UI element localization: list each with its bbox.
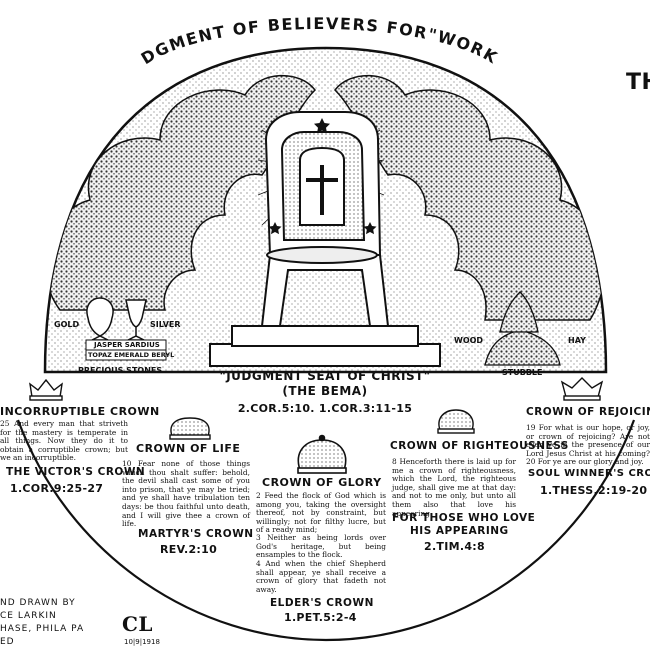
star-icon	[268, 118, 377, 235]
glory-verse-2: 3 Neither as being lords over God's heri…	[256, 533, 386, 560]
bema-subtitle: (THE BEMA)	[282, 384, 368, 398]
bema-title: "JUDGMENT SEAT OF CHRIST"	[219, 369, 431, 383]
incorruptible-title: INCORRUPTIBLE CROWN	[0, 405, 160, 418]
crown-icon	[297, 434, 347, 474]
righteousness-subtitle-1: FOR THOSE WHO LOVE	[392, 512, 536, 524]
rejoicing-subtitle: SOUL WINNER'S CROWN	[528, 468, 650, 479]
life-ref: REV.2:10	[160, 543, 218, 556]
gold-silver-vessels	[86, 297, 147, 341]
crown-icon	[169, 417, 211, 440]
precious-stones-box	[85, 339, 167, 361]
glory-ref: 1.PET.5:2-4	[284, 611, 357, 624]
label-hay: HAY	[568, 336, 586, 345]
life-title: CROWN OF LIFE	[136, 442, 241, 455]
label-gold: GOLD	[54, 320, 80, 329]
drawing-date: 10|9|1918	[124, 638, 160, 646]
edge-letters: TH	[626, 70, 650, 95]
credit-line-1: ND DRAWN BY	[0, 598, 76, 608]
label-stones-row2: TOPAZ EMERALD BERYL	[88, 351, 175, 359]
monogram: CL	[122, 612, 153, 636]
credit-line-4: ED	[0, 637, 15, 647]
crown-icon	[437, 409, 475, 434]
glory-verse-1: 2 Feed the flock of God which is among y…	[256, 491, 386, 535]
credit-line-2: CE LARKIN	[0, 611, 57, 621]
life-subtitle: MARTYR'S CROWN	[138, 528, 254, 540]
life-verse: 10 Fear none of those things which thou …	[122, 459, 250, 529]
glory-verse-3: 4 And when the chief Shepherd shall appe…	[256, 559, 386, 594]
credit-line-3: HASE, PHILA PA	[0, 624, 85, 634]
righteousness-title: CROWN OF RIGHTEOUSNESS	[390, 440, 569, 452]
bema-refs: 2.COR.5:10. 1.COR.3:11-15	[237, 402, 413, 415]
incorruptible-ref: 1.COR.9:25-27	[10, 482, 104, 495]
crown-icon	[560, 377, 604, 401]
throne	[209, 111, 441, 367]
outer-oval	[16, 419, 636, 642]
label-silver: SILVER	[150, 320, 181, 329]
clouds	[45, 74, 606, 321]
rejoicing-title: CROWN OF REJOICING	[526, 406, 650, 418]
label-stones-row1: JASPER SARDIUS	[94, 341, 160, 349]
rejoicing-ref: 1.THESS.2:19-20	[540, 484, 648, 497]
glory-title: CROWN OF GLORY	[262, 476, 382, 489]
incorruptible-subtitle: THE VICTOR'S CROWN	[6, 466, 146, 478]
righteousness-ref: 2.TIM.4:8	[424, 540, 485, 553]
wood-hay-stubble-pile	[484, 291, 561, 366]
glory-subtitle: ELDER'S CROWN	[270, 597, 374, 609]
incorruptible-verse: 25 And every man that striveth for the m…	[0, 419, 128, 463]
righteousness-verse: 8 Henceforth there is laid up for me a c…	[392, 457, 516, 518]
rejoicing-verse: 19 For what is our hope, or joy, or crow…	[526, 423, 650, 467]
label-stubble: STUBBLE	[502, 368, 543, 377]
label-wood: WOOD	[454, 336, 484, 345]
crown-icon	[29, 378, 63, 401]
righteousness-subtitle-2: HIS APPEARING	[410, 525, 509, 537]
label-precious-stones: PRECIOUS STONES	[78, 366, 163, 375]
